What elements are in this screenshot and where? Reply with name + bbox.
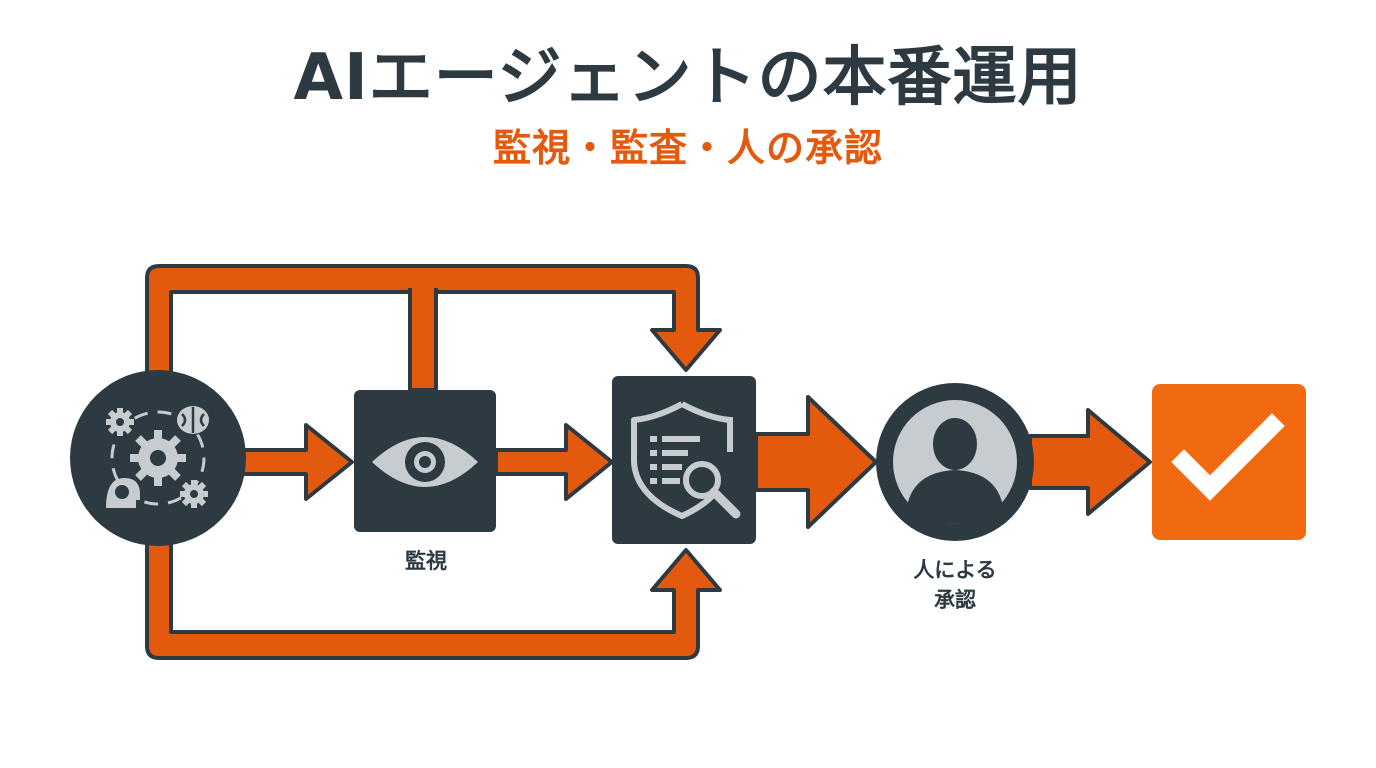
bottom-loop-arrow [145, 538, 722, 660]
arrow-approval-to-done [1028, 408, 1152, 516]
monitor-node [354, 390, 496, 532]
arrow-audit-to-approval [754, 395, 878, 529]
approval-node [876, 383, 1034, 541]
head-brain-icon [106, 478, 140, 508]
arrow-agent-to-monitor [236, 423, 354, 501]
done-node [1152, 384, 1306, 540]
eye-icon [372, 437, 478, 487]
agent-node [70, 370, 246, 546]
approval-label-line2: 承認 [934, 588, 976, 612]
page-title: AIエージェントの本番運用 [293, 41, 1083, 115]
page-subtitle: 監視・監査・人の承認 [492, 126, 883, 170]
shield-document-search-icon [631, 401, 741, 519]
approval-label: 人による 承認 [885, 555, 1025, 615]
gear-icon [130, 430, 186, 486]
person-icon [907, 418, 1003, 524]
small-gear-icon [106, 408, 208, 508]
top-loop-arrow [145, 264, 722, 392]
approval-label-line1: 人による [913, 558, 997, 582]
monitor-label: 監視 [405, 549, 447, 573]
checkmark-icon [1171, 413, 1285, 501]
brain-icon [177, 406, 209, 434]
audit-node [612, 376, 756, 544]
arrow-monitor-to-audit [494, 423, 614, 501]
